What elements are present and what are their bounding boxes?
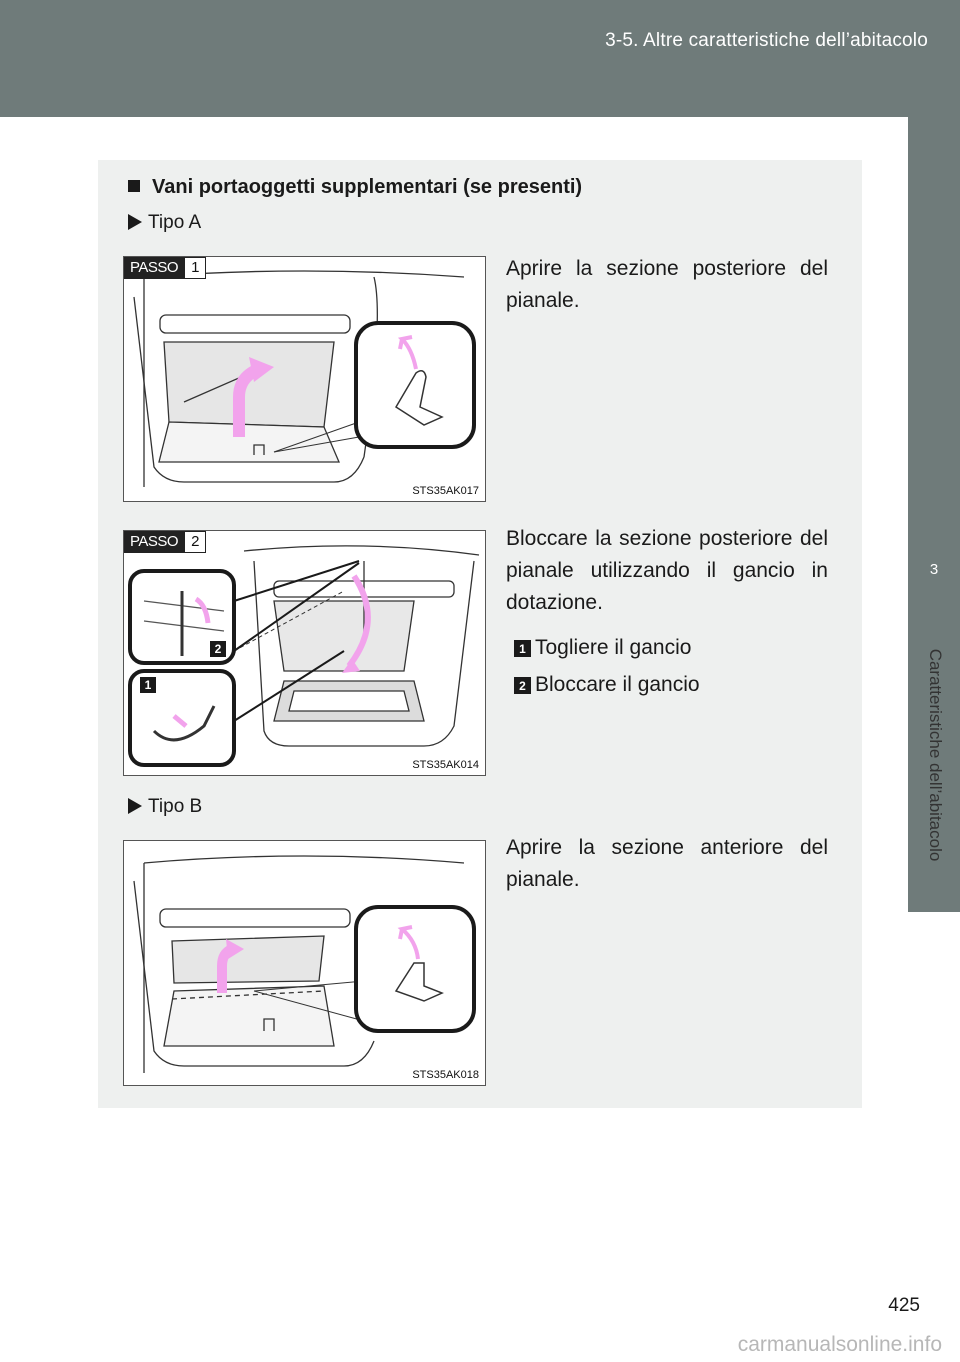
type-b-label: Tipo B (128, 796, 202, 818)
chapter-tab: 3 (908, 117, 960, 912)
front-floor-illustration (133, 855, 476, 1073)
trunk-floor-illustration (133, 270, 476, 487)
header-band: 3-5. Altre caratteristiche dell’abitacol… (0, 0, 960, 117)
page-number: 425 (888, 1295, 920, 1316)
type-a-label: Tipo A (128, 212, 201, 234)
section-header: 3-5. Altre caratteristiche dell’abitacol… (605, 30, 928, 51)
callout-2: 2 (210, 641, 226, 657)
triangle-bullet-icon (128, 214, 142, 230)
triangle-bullet-icon (128, 798, 142, 814)
chapter-label: Caratteristiche dell’abitacolo (926, 648, 945, 862)
chapter-number: 3 (929, 561, 939, 578)
callout-1: 1 (140, 677, 156, 693)
watermark: carmanualsonline.info (737, 1333, 942, 1356)
type-b-text: Aprire la sezione anteriore del pianale. (506, 836, 828, 891)
figure-code: STS35AK014 (412, 759, 479, 771)
figure-type-b: STS35AK018 (123, 840, 486, 1086)
step-1-text: Aprire la sezione posteriore del pianale… (506, 257, 828, 312)
hook-illustration (128, 545, 480, 767)
figure-code: STS35AK017 (412, 485, 479, 497)
step-2-text: Bloccare la sezione posteriore del piana… (506, 527, 828, 614)
section-title: Vani portaoggetti supplementari (se pres… (128, 176, 582, 199)
square-bullet-icon (128, 180, 140, 192)
figure-code: STS35AK018 (412, 1069, 479, 1081)
